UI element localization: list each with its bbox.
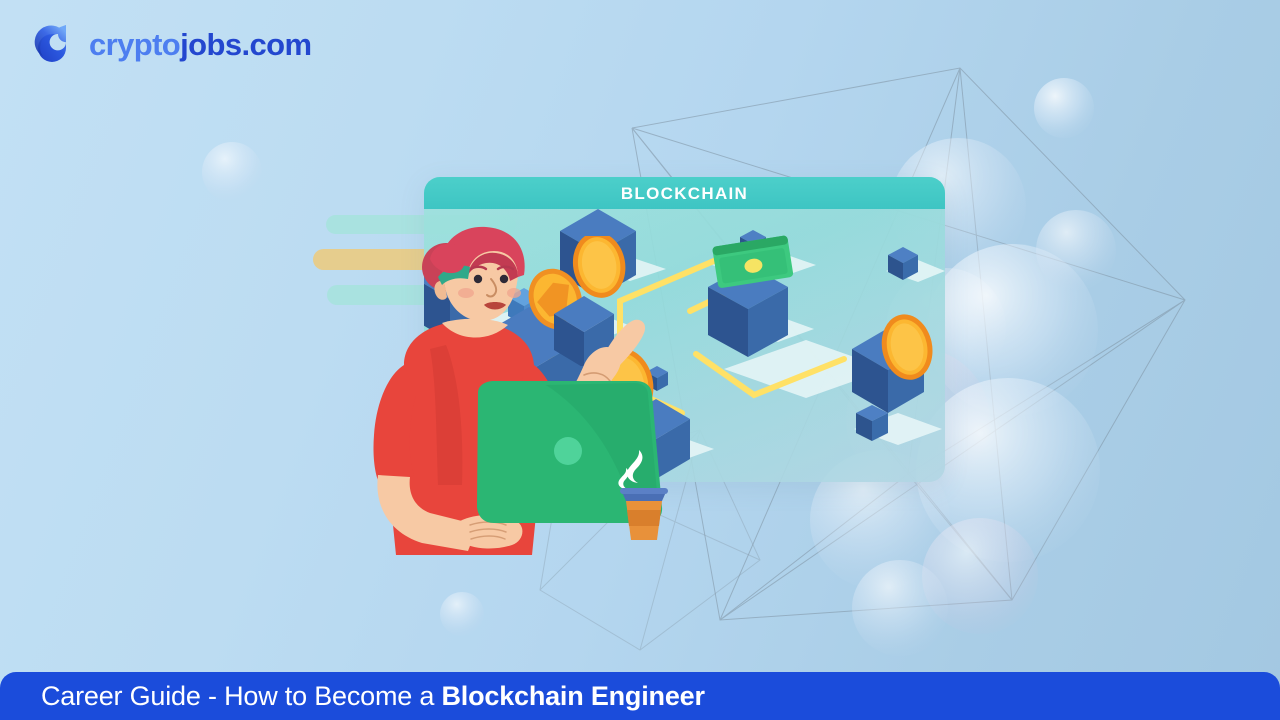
laptop [477, 381, 663, 523]
blockchain-panel-header: BLOCKCHAIN [424, 177, 945, 209]
banner-title-prefix: Career Guide - How to Become a [41, 680, 442, 711]
site-logo[interactable]: cryptojobs.com [34, 22, 312, 66]
head [422, 226, 525, 321]
cup-lid [620, 488, 668, 501]
decor-bar-tan-middle [313, 249, 444, 270]
woman-with-laptop-illustration [373, 226, 663, 555]
coffee-cup-illustration [618, 450, 668, 540]
left-arm [377, 475, 523, 551]
bottom-title-banner: Career Guide - How to Become a Blockchai… [0, 672, 1280, 720]
logo-wordmark: cryptojobs.com [89, 26, 312, 62]
steam-icon [618, 450, 643, 489]
droplet-logo-icon [34, 25, 66, 62]
banner-title: Career Guide - How to Become a Blockchai… [41, 680, 705, 711]
cup-body [626, 501, 662, 540]
logo-wordmark-part2: jobs.com [180, 26, 312, 62]
blockchain-panel-title: BLOCKCHAIN [620, 183, 749, 203]
logo-wordmark-part1: crypto [89, 26, 181, 62]
banner-title-emphasis: Blockchain Engineer [441, 680, 705, 711]
coin-and-cube-left [554, 236, 626, 366]
banknote-icon [712, 235, 794, 288]
